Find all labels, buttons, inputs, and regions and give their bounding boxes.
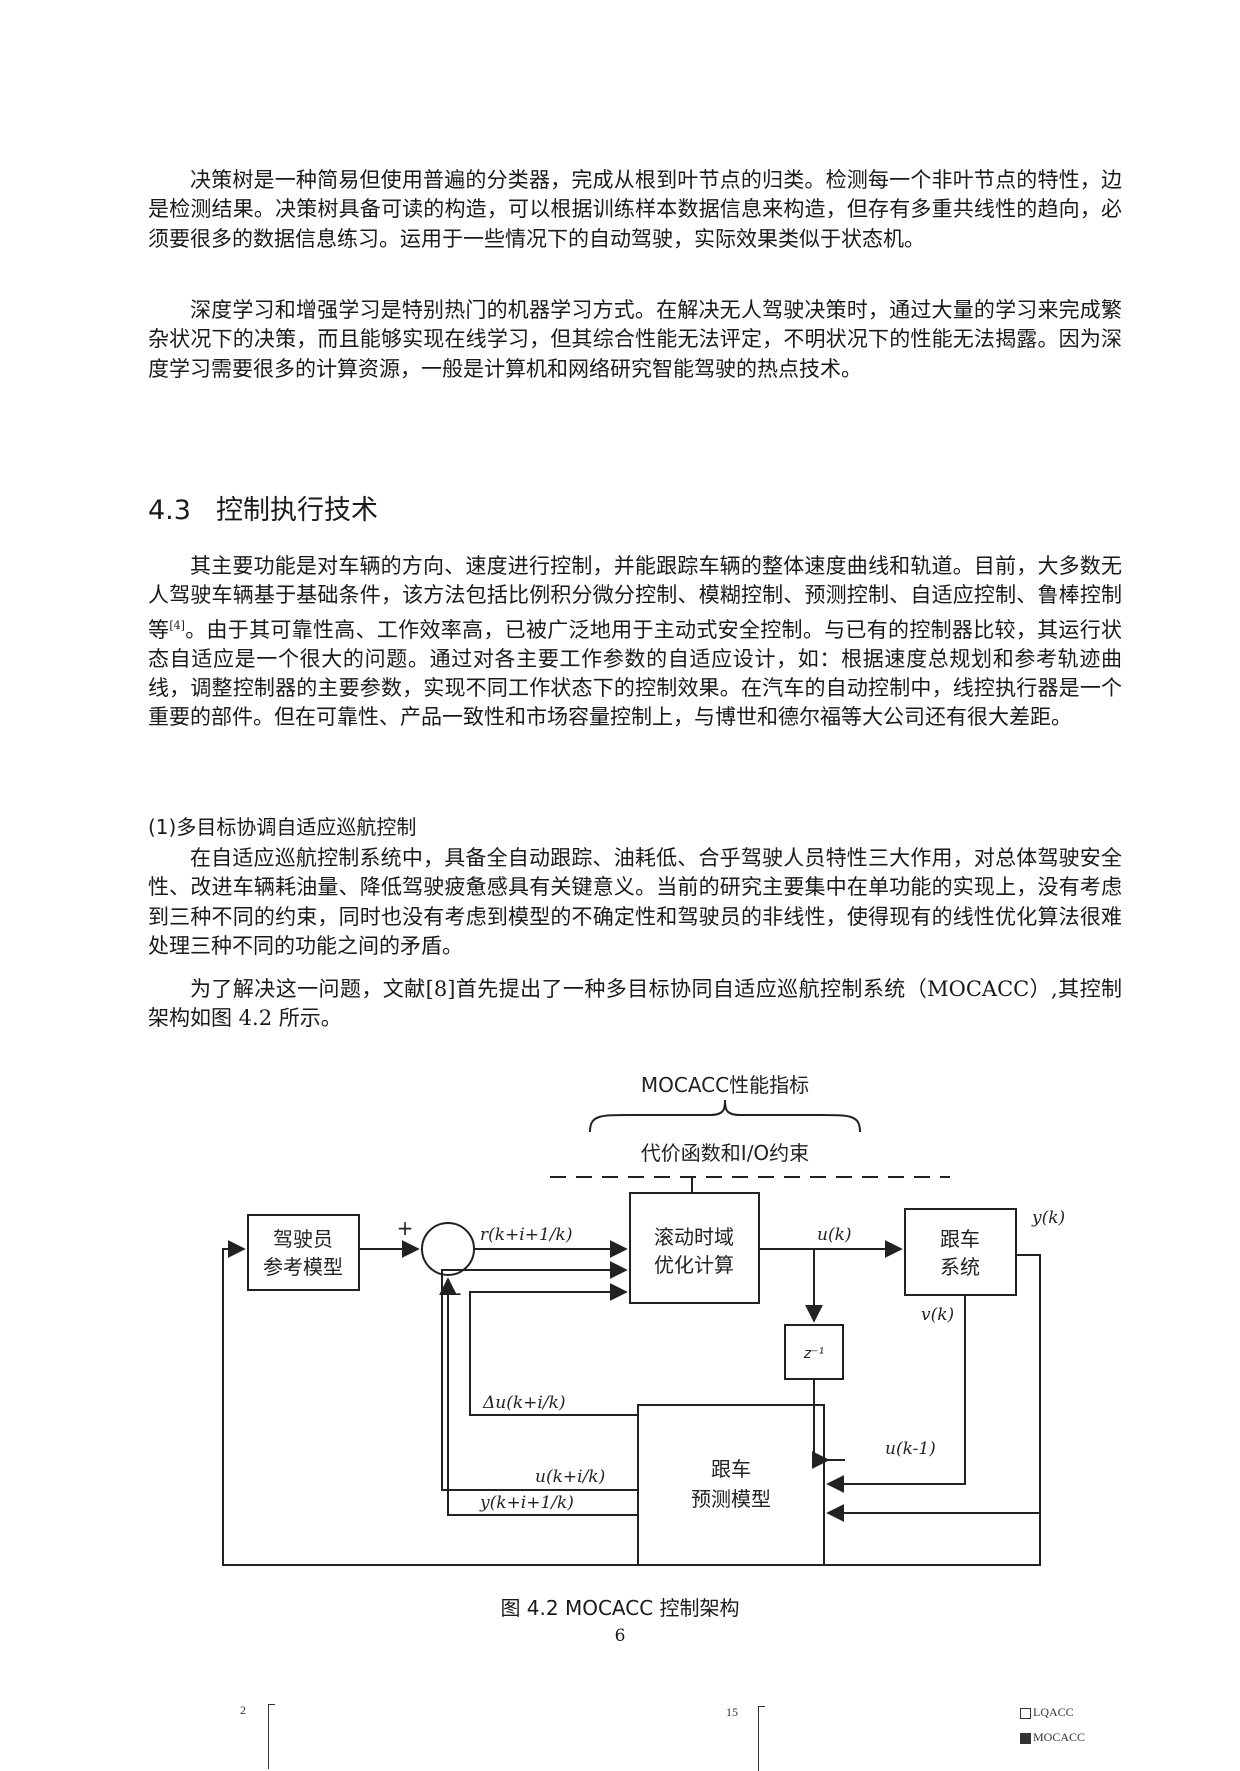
optimizer-line2: 优化计算 (654, 1253, 734, 1277)
figure-caption: 图 4.2 MOCACC 控制架构 (500, 1596, 740, 1620)
driver-model-line2: 参考模型 (263, 1255, 343, 1279)
paragraph-deep-learning: 深度学习和增强学习是特别热门的机器学习方式。在解决无人驾驶决策时，通过大量的学习… (148, 298, 1122, 381)
predict-model-line2: 预测模型 (691, 1487, 771, 1511)
legend-label: MOCACC (1033, 1730, 1086, 1744)
driver-model-block (247, 1214, 360, 1291)
paragraph-text: 其主要功能是对车辆的方向、速度进行控制，并能跟踪车辆的整体速度曲线和轨道。目前，… (148, 554, 1122, 642)
delta-u-label: Δu(k+i/k) (482, 1393, 566, 1413)
y-pred-label: y(k+i+1/k) (479, 1493, 574, 1513)
driver-model-line1: 驾驶员 (273, 1227, 333, 1251)
paragraph-control-execution: 其主要功能是对车辆的方向、速度进行控制，并能跟踪车辆的整体速度曲线和轨道。目前，… (148, 552, 1122, 733)
section-heading: 4.3 控制执行技术 (148, 488, 378, 527)
section-title: 控制执行技术 (216, 495, 378, 526)
summing-junction (421, 1222, 475, 1276)
legend-label: LQACC (1033, 1705, 1074, 1719)
v-label: v(k) (921, 1305, 954, 1325)
follow-system-block (904, 1208, 1017, 1296)
legend-item-lqacc: LQACC (1020, 1705, 1074, 1720)
right-axis (758, 1706, 765, 1771)
delay-label: z⁻¹ (803, 1346, 824, 1362)
r-label: r(k+i+1/k) (480, 1225, 572, 1245)
predict-model-block (637, 1404, 825, 1566)
y-label: y(k) (1031, 1208, 1065, 1228)
u-pred-label: u(k+i/k) (535, 1467, 605, 1487)
subsection-heading: (1)多目标协调自适应巡航控制 (148, 815, 417, 839)
follow-system-line1: 跟车 (940, 1227, 980, 1251)
legend-item-mocacc: MOCACC (1020, 1730, 1085, 1745)
paragraph-text: 。由于其可靠性高、工作效率高，已被广泛地用于主动式安全控制。与已有的控制器比较，… (148, 617, 1123, 730)
right-tick-label: 15 (726, 1705, 738, 1719)
predict-model-line1: 跟车 (711, 1457, 751, 1481)
minus-sign: - (454, 1281, 461, 1305)
left-axis (268, 1704, 275, 1769)
mocacc-architecture-diagram: MOCACC性能指标 代价函数和I/O约束 驾驶员 参考模型 滚动时域 优化计算… (222, 1073, 1065, 1566)
section-number: 4.3 (148, 495, 191, 526)
paragraph-mocacc: 为了解决这一问题，文献[8]首先提出了一种多目标协同自适应巡航控制系统（MOCA… (148, 977, 1122, 1031)
constraint-label: 代价函数和I/O约束 (641, 1141, 809, 1165)
u-label: u(k) (817, 1225, 852, 1245)
legend-swatch (1020, 1732, 1031, 1744)
next-figure-fragment: 2 15 LQACC MOCACC (0, 1690, 1240, 1771)
legend-swatch (1020, 1707, 1031, 1719)
page-number: 6 (614, 1626, 626, 1646)
plus-sign: + (397, 1216, 414, 1240)
top-label: MOCACC性能指标 (641, 1073, 809, 1097)
u-prev-label: u(k-1) (885, 1439, 936, 1459)
follow-system-line2: 系统 (940, 1255, 980, 1279)
paragraph-decision-tree: 决策树是一种简易但使用普遍的分类器，完成从根到叶节点的归类。检测每一个非叶节点的… (148, 168, 1122, 251)
brace (589, 1099, 861, 1133)
optimizer-line1: 滚动时域 (654, 1225, 734, 1249)
paragraph-acc: 在自适应巡航控制系统中，具备全自动跟踪、油耗低、合乎驾驶人员特性三大作用，对总体… (148, 846, 1122, 958)
citation: [4] (169, 618, 185, 632)
left-tick-label: 2 (240, 1703, 246, 1717)
